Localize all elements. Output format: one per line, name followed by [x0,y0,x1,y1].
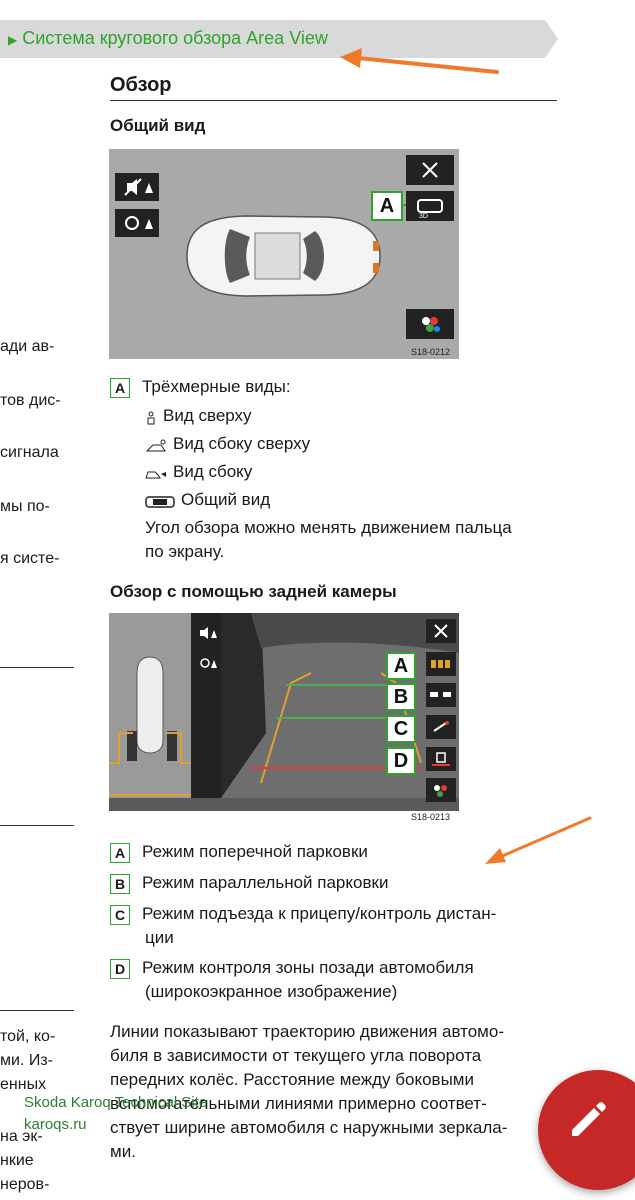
left-column-text: тов дис- [0,392,61,409]
left-column-divider [0,667,74,668]
subsection-title-general: Общий вид [110,116,206,135]
callout-letter: A [386,652,416,680]
legend-note: по экрану. [145,542,225,561]
divider-strip [191,613,221,798]
section-title: Обзор [110,74,172,96]
cross-parking-icon[interactable] [426,652,456,676]
view-3d-icon[interactable]: 3D [406,191,454,221]
callout-letter: D [386,747,416,775]
camera-scene [221,613,459,798]
edit-fab-button[interactable] [538,1070,635,1190]
view-option: Общий вид [145,490,270,510]
close-icon[interactable] [426,619,456,643]
left-column-text: на эк- [0,1128,43,1145]
camera-warning-icon[interactable] [197,653,219,673]
left-column-text: енных [0,1076,47,1093]
view-option: Вид сбоку сверху [145,434,310,454]
color-settings-icon[interactable] [406,309,454,339]
view-option: Вид сбоку [145,462,252,482]
annotation-arrow-shaft [498,816,592,859]
left-column-text: неров- [0,1176,50,1193]
view-option: Вид сверху [145,406,252,426]
legend-note: Угол обзора можно менять движением пальц… [145,518,512,537]
mute-icon [115,173,159,201]
legend-item-a: A Трёхмерные виды: [110,377,291,398]
annotation-arrow-head [485,848,506,864]
left-column-text: мы по- [0,498,50,515]
legend-tag: A [110,377,130,398]
left-column-text: ми. Из- [0,1052,53,1069]
left-column-divider [0,1010,74,1011]
overview-pane [109,613,191,798]
overall-view-icon [145,494,175,508]
figure-code: S18-0212 [411,347,451,357]
callout-connector [401,204,406,206]
callout-letter: C [386,715,416,743]
left-column-text: той, ко- [0,1028,56,1045]
left-column-text: нкие [0,1152,34,1169]
close-icon[interactable] [406,155,454,185]
left-column-text: сигнала [0,444,59,461]
legend-item-d-cont: (широкоэкранное изображение) [145,982,398,1001]
trailer-assist-icon[interactable] [426,715,456,739]
top-view-icon [145,410,157,425]
section-divider [110,100,557,101]
left-column-text: ади ав- [0,338,55,355]
subsection-title-rear-camera: Обзор с помощью задней камеры [110,582,397,601]
annotation-arrow-shaft [356,56,499,74]
left-column-divider [0,825,74,826]
legend-label: Трёхмерные виды: [142,377,291,396]
svg-text:3D: 3D [419,213,428,220]
color-settings-icon[interactable] [426,778,456,802]
car-top-view [186,215,381,297]
rear-zone-icon[interactable] [426,747,456,771]
camera-warning-icon [115,209,159,237]
chapter-banner [0,20,558,58]
chapter-title: ▶ Система кругового обзора Area View [8,28,328,48]
description-paragraph: Линии показывают траекторию движения авт… [110,1022,508,1161]
callout-letter: A [371,191,403,221]
watermark-title: Skoda Karoq Technical Site [24,1094,208,1111]
mute-icon[interactable] [197,623,219,643]
parallel-parking-icon[interactable] [426,683,456,707]
figure-code: S18-0213 [411,812,451,822]
legend-item-c-cont: ции [145,928,174,947]
chevron-right-icon: ▶ [8,33,18,47]
side-top-view-icon [145,438,167,452]
figure-general-view: A 3D [109,149,459,359]
figure-rear-camera: A B C D [109,613,459,811]
callout-letter: B [386,683,416,711]
left-column-text: я систе- [0,550,60,567]
pencil-icon [572,1102,606,1136]
side-view-icon [145,466,167,480]
watermark-url: karoqs.ru [24,1116,87,1133]
